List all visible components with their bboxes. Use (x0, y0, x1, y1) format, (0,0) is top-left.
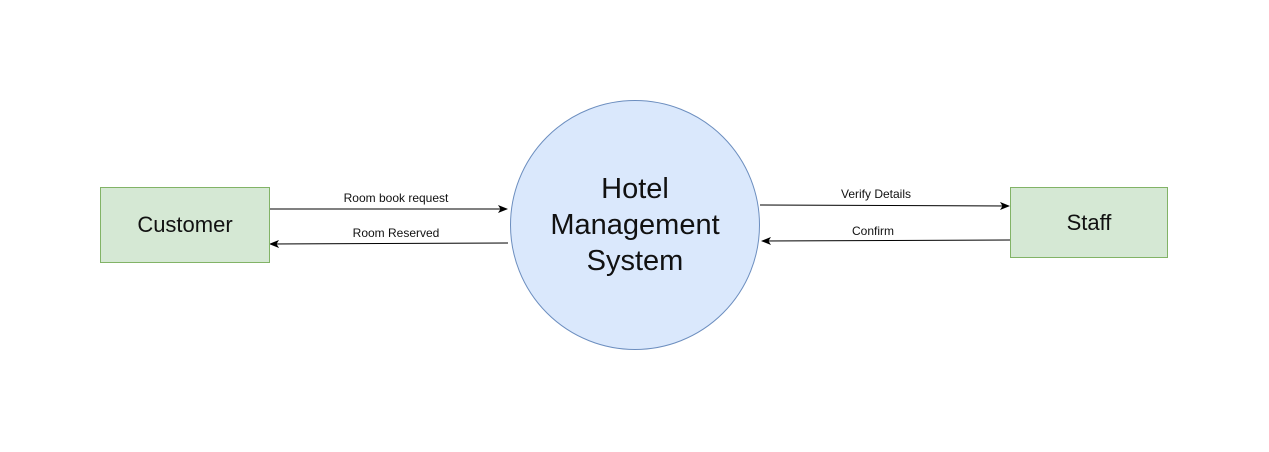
arrow-confirm (761, 236, 1011, 245)
flow-label-room-book-request: Room book request (342, 191, 450, 205)
customer-entity[interactable]: Customer (100, 187, 270, 263)
process-label: Hotel Management System (550, 173, 720, 277)
flow-label-verify-details: Verify Details (839, 187, 913, 201)
flow-label-confirm: Confirm (850, 224, 896, 238)
staff-entity[interactable]: Staff (1010, 187, 1168, 258)
staff-label: Staff (1066, 209, 1112, 235)
hotel-management-system-process[interactable]: Hotel Management System (510, 100, 760, 350)
arrow-verify-details (759, 201, 1010, 210)
arrow-room-reserved (269, 239, 509, 248)
customer-label: Customer (137, 212, 233, 237)
flow-label-room-reserved: Room Reserved (351, 226, 441, 240)
